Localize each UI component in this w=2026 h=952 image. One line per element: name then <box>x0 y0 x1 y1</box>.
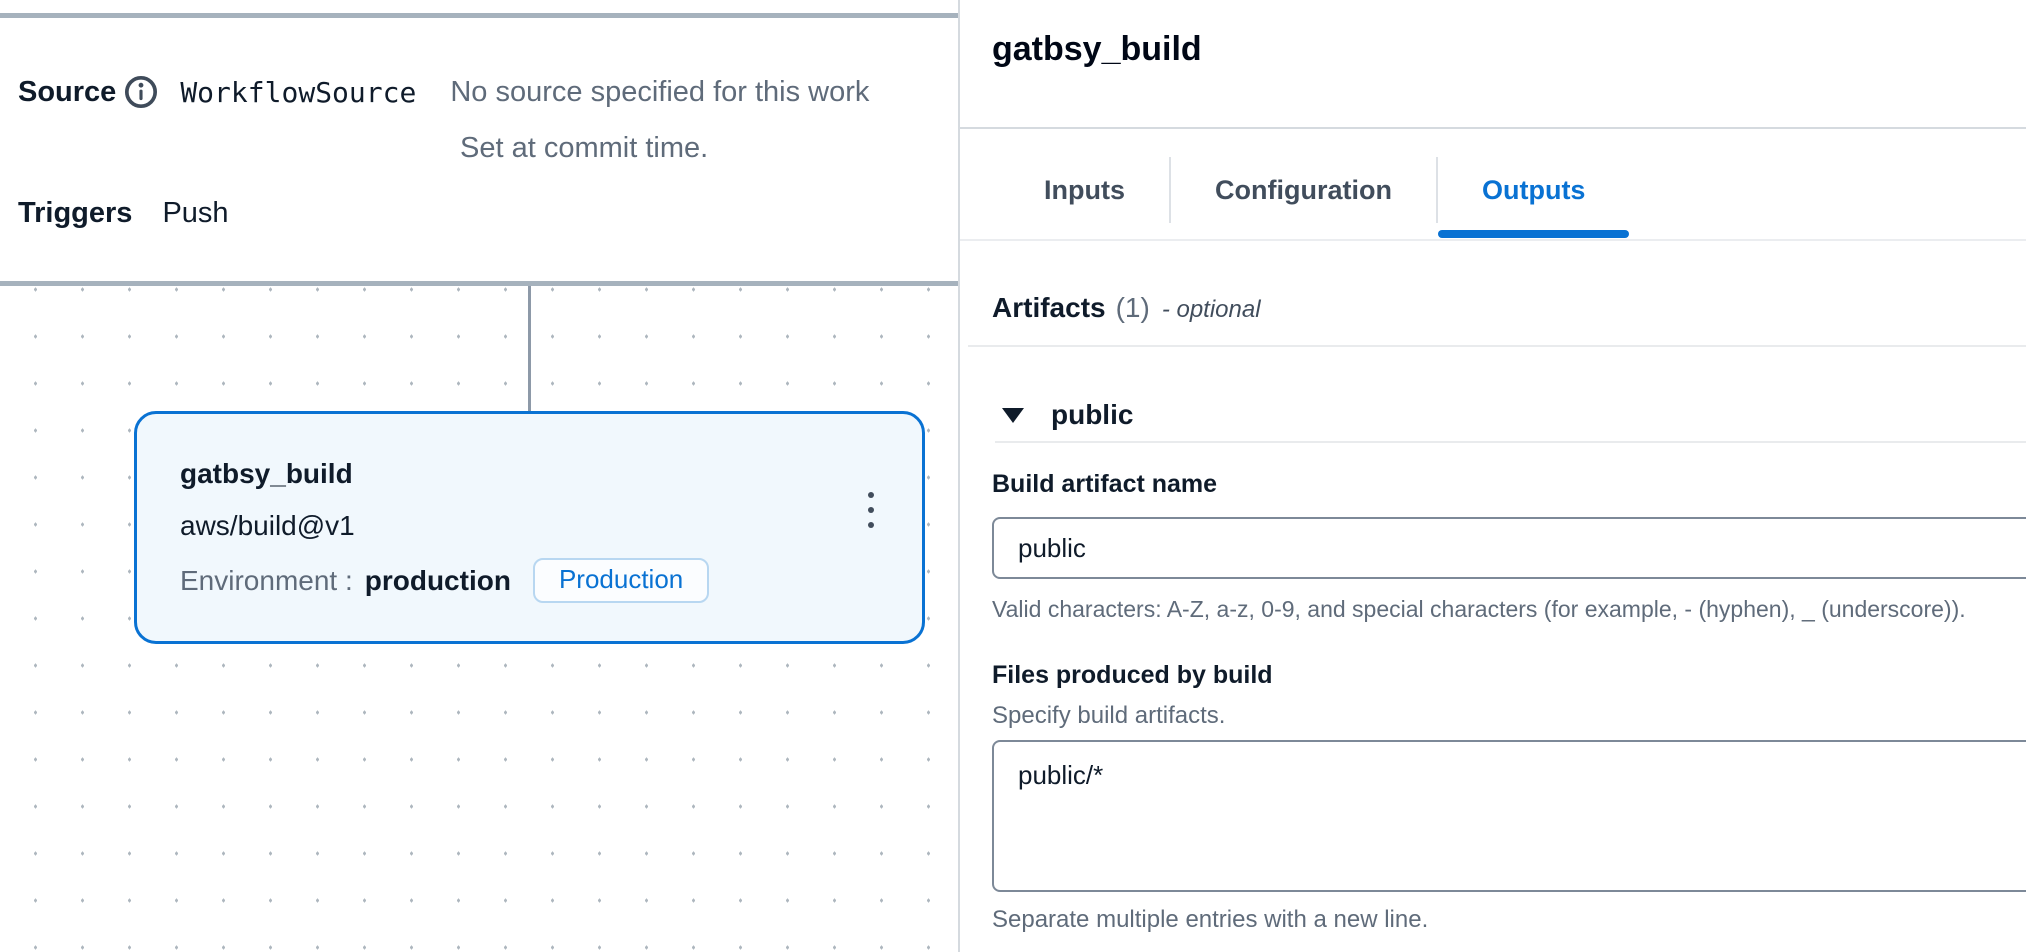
triggers-value: Push <box>162 197 229 229</box>
panel-tabs: Inputs Configuration Outputs <box>1000 146 1630 238</box>
artifacts-divider <box>968 345 2026 347</box>
node-environment-row: Environment : production Production <box>180 558 922 603</box>
build-artifact-name-label: Build artifact name <box>992 470 1218 498</box>
canvas-divider <box>0 281 958 286</box>
artifacts-count: (1) <box>1115 292 1150 323</box>
environment-badge: Production <box>532 558 710 603</box>
files-produced-label: Files produced by build <box>992 661 1273 689</box>
panel-title-divider <box>960 127 2026 129</box>
artifacts-heading: Artifacts <box>992 292 1106 323</box>
canvas-top-border <box>0 13 958 18</box>
panel-title: gatbsy_build <box>992 30 1202 68</box>
artifacts-heading-row: Artifacts (1) - optional <box>992 292 1261 324</box>
caret-down-icon <box>1002 407 1024 423</box>
workflow-node-gatbsy-build[interactable]: gatbsy_build aws/build@v1 Environment : … <box>134 411 925 644</box>
workflow-canvas[interactable]: Source WorkflowSource No source specifie… <box>0 0 958 952</box>
source-note-line2: Set at commit time. <box>460 132 709 164</box>
info-icon[interactable] <box>124 75 158 109</box>
triggers-label: Triggers <box>18 197 133 229</box>
tab-separator <box>1169 157 1171 223</box>
environment-label: Environment : <box>180 564 353 596</box>
node-action-id: aws/build@v1 <box>180 510 355 541</box>
tab-configuration[interactable]: Configuration <box>1215 174 1392 205</box>
build-artifact-name-input[interactable] <box>992 517 2026 579</box>
source-name: WorkflowSource <box>180 75 417 109</box>
source-label: Source <box>18 75 117 108</box>
artifact-group-name: public <box>1051 399 1134 430</box>
source-row: Source WorkflowSource No source specifie… <box>18 71 869 113</box>
tabs-divider <box>960 239 2026 241</box>
files-produced-textarea[interactable]: public/* <box>992 740 2026 892</box>
node-title: gatbsy_build <box>180 458 353 489</box>
source-note: No source specified for this work <box>450 75 870 108</box>
artifact-group-divider <box>995 441 2026 443</box>
artifact-group-header[interactable]: public <box>1002 399 1133 431</box>
triggers-row: Triggers Push <box>18 197 229 230</box>
node-details-panel: gatbsy_build Inputs Configuration Output… <box>958 0 2026 952</box>
node-connector-line <box>528 286 531 414</box>
files-produced-help: Separate multiple entries with a new lin… <box>992 906 1429 933</box>
files-produced-description: Specify build artifacts. <box>992 702 1226 729</box>
build-artifact-name-help: Valid characters: A-Z, a-z, 0-9, and spe… <box>992 596 1966 622</box>
tab-separator <box>1435 157 1438 223</box>
tab-inputs[interactable]: Inputs <box>1044 174 1125 205</box>
artifacts-optional-suffix: - optional <box>1161 296 1261 323</box>
tab-outputs[interactable]: Outputs <box>1437 146 1630 238</box>
kebab-menu-icon[interactable] <box>862 486 880 534</box>
environment-value: production <box>364 564 511 596</box>
